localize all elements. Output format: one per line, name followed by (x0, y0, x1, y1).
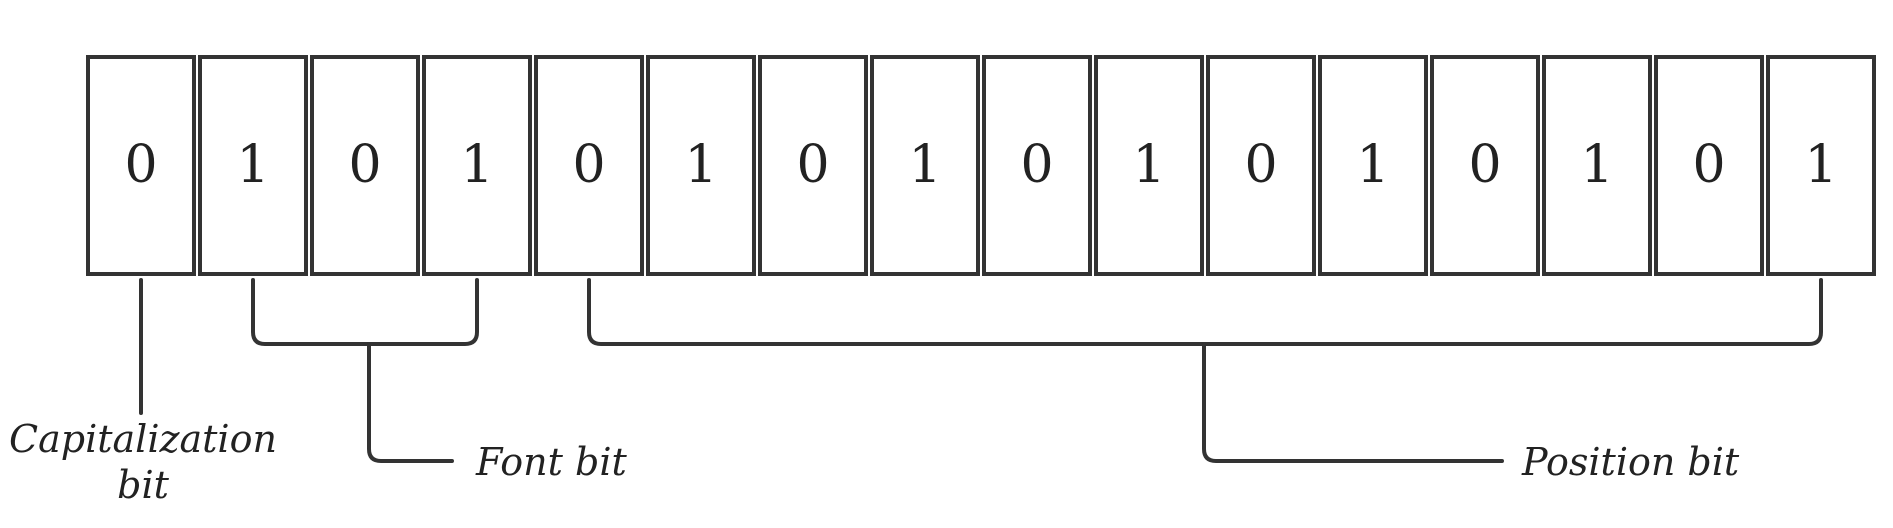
bit-cell-0 (86, 55, 196, 276)
bit-value-3: 1 (460, 135, 493, 195)
bit-value-8: 0 (1020, 135, 1053, 195)
group-brackets (139, 278, 1823, 463)
bit-cell-2 (310, 55, 420, 276)
bit-value-12: 0 (1468, 135, 1501, 195)
bit-cell-13 (1542, 55, 1652, 276)
position-bit-bracket (587, 278, 1823, 346)
bit-value-9: 1 (1132, 135, 1165, 195)
bit-value-14: 0 (1692, 135, 1725, 195)
bit-value-15: 1 (1804, 135, 1837, 195)
bit-value-11: 1 (1356, 135, 1389, 195)
capitalization-bit-label-line1: Capitalization (9, 417, 277, 461)
bit-cell-3 (422, 55, 532, 276)
bit-value-13: 1 (1580, 135, 1613, 195)
bit-value-7: 1 (908, 135, 941, 195)
bit-cell-15 (1766, 55, 1876, 276)
bit-cell-4 (534, 55, 644, 276)
bit-value-2: 0 (348, 135, 381, 195)
font-bit-bracket (251, 278, 479, 346)
bit-cell-8 (982, 55, 1092, 276)
bit-value-4: 0 (572, 135, 605, 195)
bit-cell-5 (646, 55, 756, 276)
bit-value-6: 0 (796, 135, 829, 195)
bit-cells: 0 1 0 1 0 1 0 1 0 1 0 1 0 1 0 1 (86, 55, 1876, 276)
bit-value-5: 1 (684, 135, 717, 195)
bit-cell-10 (1206, 55, 1316, 276)
bit-value-1: 1 (236, 135, 269, 195)
bit-cell-1 (198, 55, 308, 276)
bit-cell-6 (758, 55, 868, 276)
position-bit-label: Position bit (1521, 440, 1740, 484)
group-labels: Capitalization bit Font bit Position bit (9, 417, 1740, 507)
bit-cell-14 (1654, 55, 1764, 276)
bit-cell-9 (1094, 55, 1204, 276)
bit-cell-12 (1430, 55, 1540, 276)
position-bit-leader-line (1202, 342, 1504, 463)
bit-value-0: 0 (124, 135, 157, 195)
bit-cell-11 (1318, 55, 1428, 276)
bit-value-10: 0 (1244, 135, 1277, 195)
font-bit-label: Font bit (475, 440, 627, 484)
capitalization-bit-label-line2: bit (117, 463, 169, 507)
font-bit-leader-line (367, 342, 454, 463)
bit-cell-7 (870, 55, 980, 276)
